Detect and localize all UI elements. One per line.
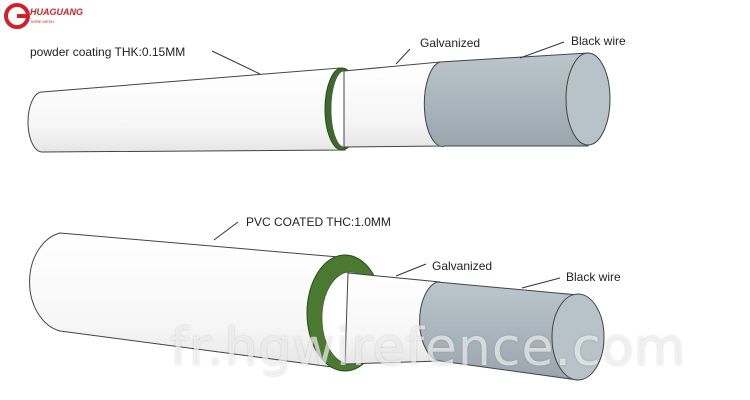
top-outer-coating	[27, 67, 346, 153]
logo-text: HUAGUANG	[30, 7, 83, 17]
top-wire: powder coating THK:0.15MM Galvanized Bla…	[27, 34, 626, 153]
top-coating-label: powder coating THK:0.15MM	[30, 45, 185, 59]
logo-subtext: WIRE MESH	[31, 19, 54, 24]
bottom-coating-label: PVC COATED THC:1.0MM	[246, 215, 391, 229]
top-core-label: Black wire	[571, 34, 626, 48]
company-logo: HUAGUANG WIRE MESH	[4, 3, 83, 29]
top-core-wire	[423, 52, 589, 147]
top-core-end	[565, 52, 611, 146]
bottom-core-wire	[419, 281, 579, 381]
bottom-galvanized-label: Galvanized	[432, 259, 492, 273]
bottom-wire: PVC COATED THC:1.0MM Galvanized Black wi…	[29, 215, 621, 381]
top-galvanized-label: Galvanized	[420, 36, 480, 50]
bottom-outer-coating	[29, 232, 351, 369]
bottom-core-label: Black wire	[566, 270, 621, 284]
bottom-core-end	[551, 293, 605, 381]
